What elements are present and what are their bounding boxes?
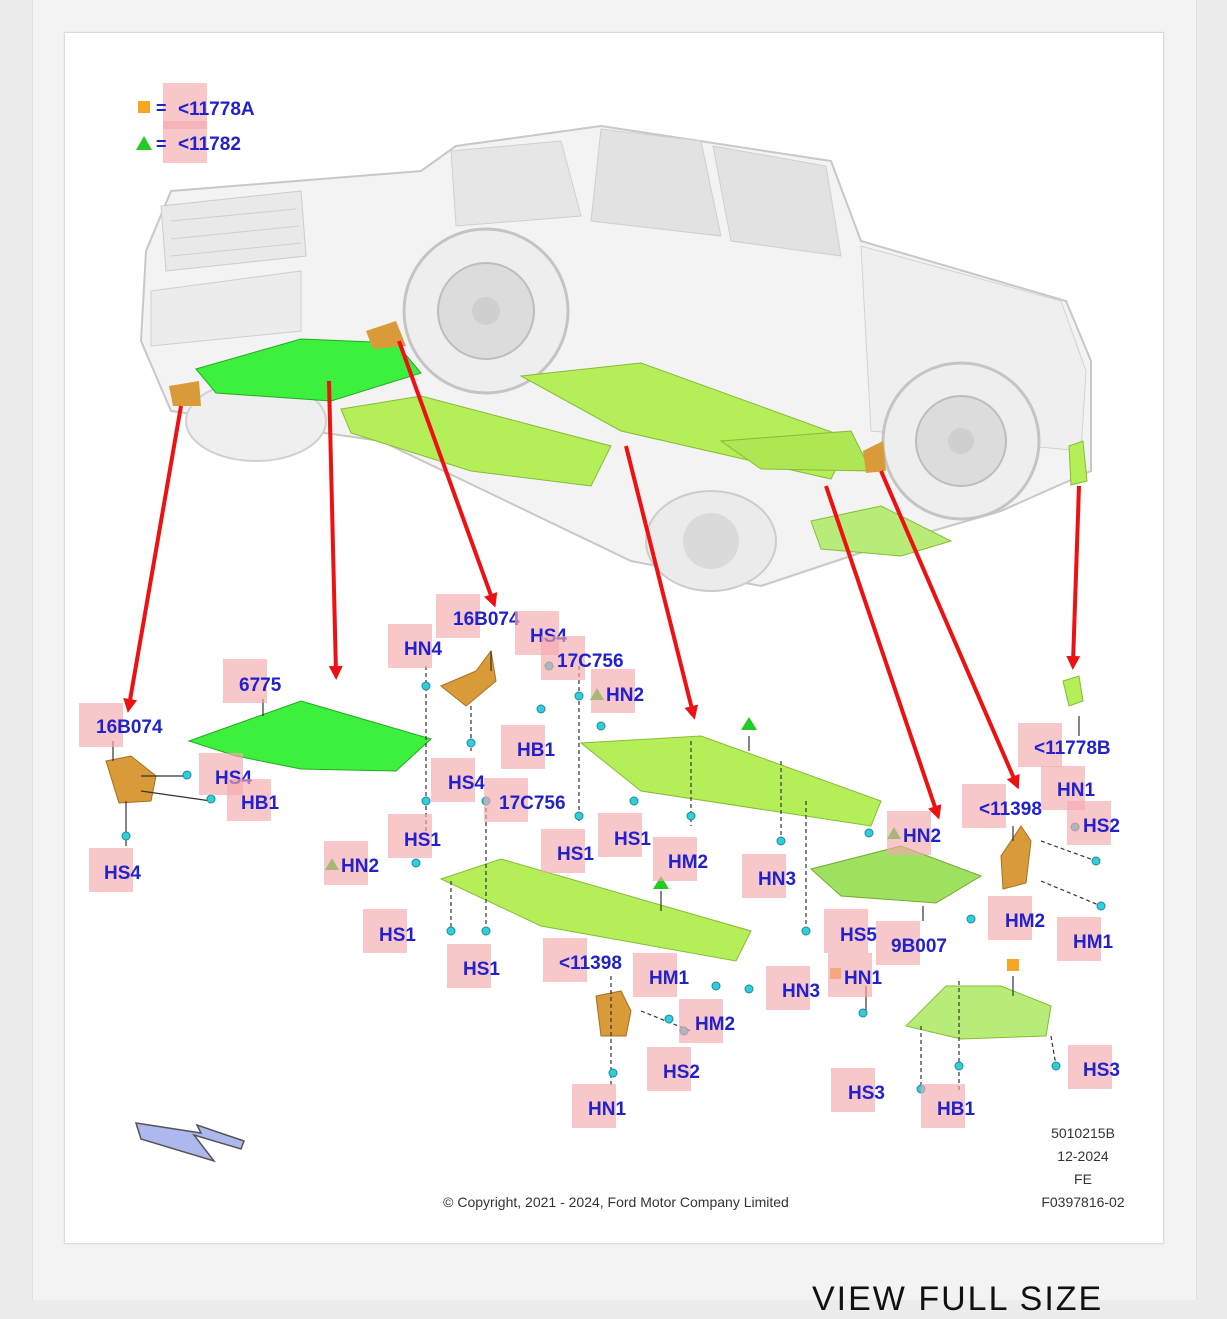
fastener-lines — [112, 651, 1102, 1091]
callout-label: HN1 — [588, 1099, 626, 1120]
callout-label: HM2 — [695, 1014, 735, 1035]
legend-triangle-icon — [136, 136, 152, 150]
callout-label: HS4 — [104, 863, 141, 884]
callout-label: 17C756 — [499, 793, 566, 814]
callout-label: HN2 — [341, 856, 379, 877]
callout-label: HB1 — [517, 740, 555, 761]
callout-label: <11398 — [559, 953, 622, 974]
callout-label: 17C756 — [557, 651, 624, 672]
callout-label: HB1 — [937, 1099, 975, 1120]
callout-label: HN4 — [404, 639, 442, 660]
callout-label: 6775 — [239, 675, 282, 696]
triangle-icon — [653, 876, 669, 889]
arrow-1 — [123, 405, 183, 713]
arrow-7 — [1066, 485, 1081, 670]
callout-label: HM2 — [1005, 911, 1045, 932]
arrow-4 — [624, 445, 699, 720]
rear-clip-11778B — [1062, 675, 1084, 707]
callout-label: 16B074 — [453, 609, 520, 630]
left-side-shield — [439, 858, 752, 962]
rear-lower-shield — [905, 985, 1052, 1040]
callout-label: HB1 — [241, 793, 279, 814]
underbody-shields — [169, 321, 1088, 557]
rear-bracket — [1000, 825, 1032, 890]
legend: = <11778A = <11782 — [136, 83, 255, 163]
callout-label: HN3 — [758, 869, 796, 890]
callout-label: HS1 — [379, 925, 416, 946]
callout-label: 16B074 — [96, 717, 163, 738]
callouts: 16B074 6775 HS4 HB1 HS4 HN4 16B074 HS4 1… — [79, 594, 1120, 1128]
orientation-arrow-icon — [134, 1122, 245, 1163]
svg-text:=: = — [156, 134, 167, 154]
arrow-6 — [879, 470, 1020, 790]
diagram-frame: = <11778A = <11782 16B074 6775 HS4 HB1 H… — [64, 32, 1164, 1244]
callout-label: HN1 — [844, 968, 882, 989]
callout-label: <11778B — [1034, 738, 1111, 759]
callout-label: HS1 — [404, 830, 441, 851]
lower-bracket — [595, 990, 632, 1037]
figure-region: FE — [1074, 1171, 1092, 1187]
callout-label: HS1 — [463, 959, 500, 980]
copyright-text: © Copyright, 2021 - 2024, Ford Motor Com… — [443, 1194, 789, 1210]
figure-meta: 5010215B 12-2024 FE F0397816-02 © Copyri… — [443, 1125, 1125, 1210]
legend-label-triangle: <11782 — [178, 134, 241, 155]
callout-label: HN3 — [782, 981, 820, 1002]
callout-label: HM1 — [649, 968, 690, 989]
callout-label: HS5 — [840, 925, 877, 946]
legend-label-square: <11778A — [178, 99, 255, 120]
arrow-3 — [397, 340, 498, 608]
callout-label: HN1 — [1057, 780, 1095, 801]
legend-square-icon — [138, 101, 150, 113]
triangle-icon — [741, 717, 757, 730]
callout-label: HS4 — [448, 773, 485, 794]
callout-label: HS3 — [848, 1083, 885, 1104]
callout-label: HS2 — [663, 1062, 700, 1083]
callout-label: <11398 — [979, 799, 1042, 820]
pointer-arrows — [123, 340, 1081, 820]
arrow-5 — [824, 485, 942, 820]
arrow-2 — [327, 380, 343, 680]
callout-label: HM2 — [668, 852, 708, 873]
callout-label: HS1 — [557, 844, 594, 865]
figure-id: F0397816-02 — [1041, 1194, 1125, 1210]
svg-text:=: = — [156, 98, 167, 118]
callout-label: HS3 — [1083, 1060, 1120, 1081]
right-side-shield — [579, 735, 882, 827]
mid-bracket — [440, 649, 497, 707]
figure-date: 12-2024 — [1057, 1148, 1109, 1164]
figure-code: 5010215B — [1051, 1125, 1115, 1141]
callout-label: 9B007 — [891, 936, 947, 957]
exploded-diagram: = <11778A = <11782 16B074 6775 HS4 HB1 H… — [79, 83, 1125, 1210]
callout-label: HS1 — [614, 829, 651, 850]
callout-label: HS2 — [1083, 816, 1120, 837]
callout-label: HM1 — [1073, 932, 1114, 953]
rear-shield-9B007 — [809, 845, 983, 904]
callout-label: HN2 — [606, 685, 644, 706]
front-bracket — [105, 755, 157, 804]
square-icon — [1007, 959, 1019, 971]
callout-label: HN2 — [903, 826, 941, 847]
